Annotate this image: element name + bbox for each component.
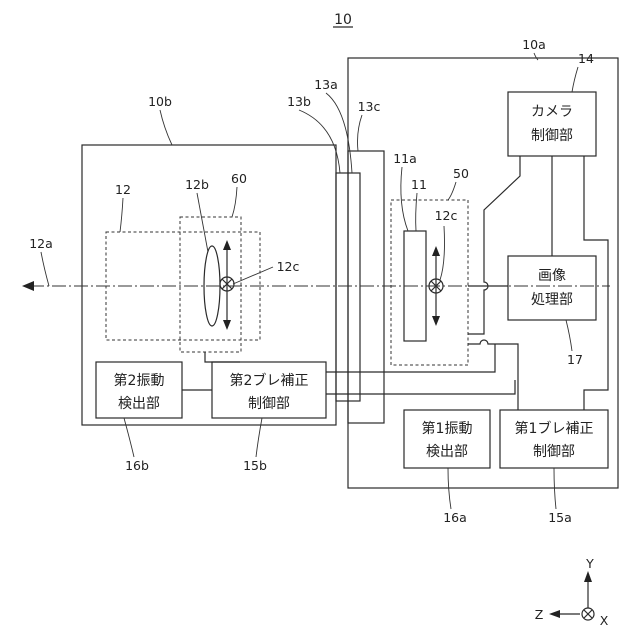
shake-ctrl-2-line2: 制御部	[248, 396, 290, 412]
vib-detect-1-line2: 検出部	[426, 444, 468, 460]
ref-12c-right: 12c	[435, 208, 458, 223]
ref-13a: 13a	[314, 77, 338, 92]
image-processing-line2: 処理部	[531, 292, 573, 308]
ref-11a: 11a	[393, 151, 417, 166]
wire-14-15b	[326, 380, 515, 394]
lens-arrowhead-up	[223, 240, 231, 250]
ref-50: 50	[453, 166, 469, 181]
vib-detect-1-line1: 第1振動	[422, 420, 473, 437]
sensor-arrowhead-down	[432, 316, 440, 326]
sensor-arrowhead-up	[432, 246, 440, 256]
leader-10b	[160, 110, 172, 145]
axis-label-y: Y	[585, 556, 594, 571]
wire-stage-15b	[326, 344, 495, 372]
ref-60: 60	[231, 171, 247, 186]
ref-12: 12	[115, 182, 131, 197]
vib-detect-2-line1: 第2振動	[114, 372, 165, 389]
leader-16b	[124, 418, 134, 457]
ref-12a: 12a	[29, 236, 53, 251]
leader-50	[448, 182, 456, 200]
ref-10a: 10a	[522, 37, 546, 52]
vib-detect-2-line2: 検出部	[118, 396, 160, 412]
camera-control-line1: カメラ	[531, 104, 573, 120]
leader-15b	[256, 418, 262, 457]
leader-17	[566, 320, 572, 351]
wire-drive-15b	[205, 352, 240, 362]
ref-13c: 13c	[358, 99, 381, 114]
shake-ctrl-2-line1: 第2ブレ補正	[230, 372, 309, 389]
ref-12b: 12b	[185, 177, 209, 192]
lens-drive-60	[180, 217, 241, 352]
axis-label-x: X	[600, 613, 609, 628]
ref-13b: 13b	[287, 94, 311, 109]
ref-16b: 16b	[125, 458, 149, 473]
x-axis-origin-icon	[582, 608, 594, 620]
shake-ctrl-1-line2: 制御部	[533, 444, 575, 460]
leader-12c-right	[440, 226, 445, 280]
ref-15b: 15b	[243, 458, 267, 473]
coordinate-system	[549, 571, 594, 620]
leader-11a	[401, 167, 408, 231]
leader-14	[572, 67, 578, 92]
wire-15a-stage	[468, 340, 518, 410]
image-processing-block	[508, 256, 596, 320]
leader-60	[232, 187, 237, 217]
ref-17: 17	[567, 352, 583, 367]
wire-14-stage	[468, 156, 520, 334]
axis-label-z: Z	[535, 607, 544, 622]
ref-12c-left: 12c	[277, 259, 300, 274]
shake-ctrl-1-line1: 第1ブレ補正	[515, 420, 594, 437]
leader-12c-left	[233, 267, 273, 284]
lens-arrowhead-down	[223, 320, 231, 330]
ref-16a: 16a	[443, 510, 467, 525]
image-processing-line1: 画像	[538, 268, 566, 284]
figure-number: 10	[334, 12, 352, 28]
leader-12a	[41, 252, 49, 286]
optical-axis-arrowhead	[22, 281, 34, 291]
ref-15a: 15a	[548, 510, 572, 525]
mount-13c	[348, 151, 384, 423]
leader-11	[416, 193, 417, 231]
leader-10a	[534, 53, 538, 60]
camera-control-line2: 制御部	[531, 128, 573, 144]
leader-13c	[358, 115, 363, 151]
camera-control-block	[508, 92, 596, 156]
leader-12b	[197, 193, 208, 252]
ref-10b: 10b	[148, 94, 172, 109]
leader-12	[120, 198, 123, 232]
ref-14: 14	[578, 51, 594, 66]
ref-11: 11	[411, 177, 427, 192]
leader-13b	[299, 110, 340, 173]
